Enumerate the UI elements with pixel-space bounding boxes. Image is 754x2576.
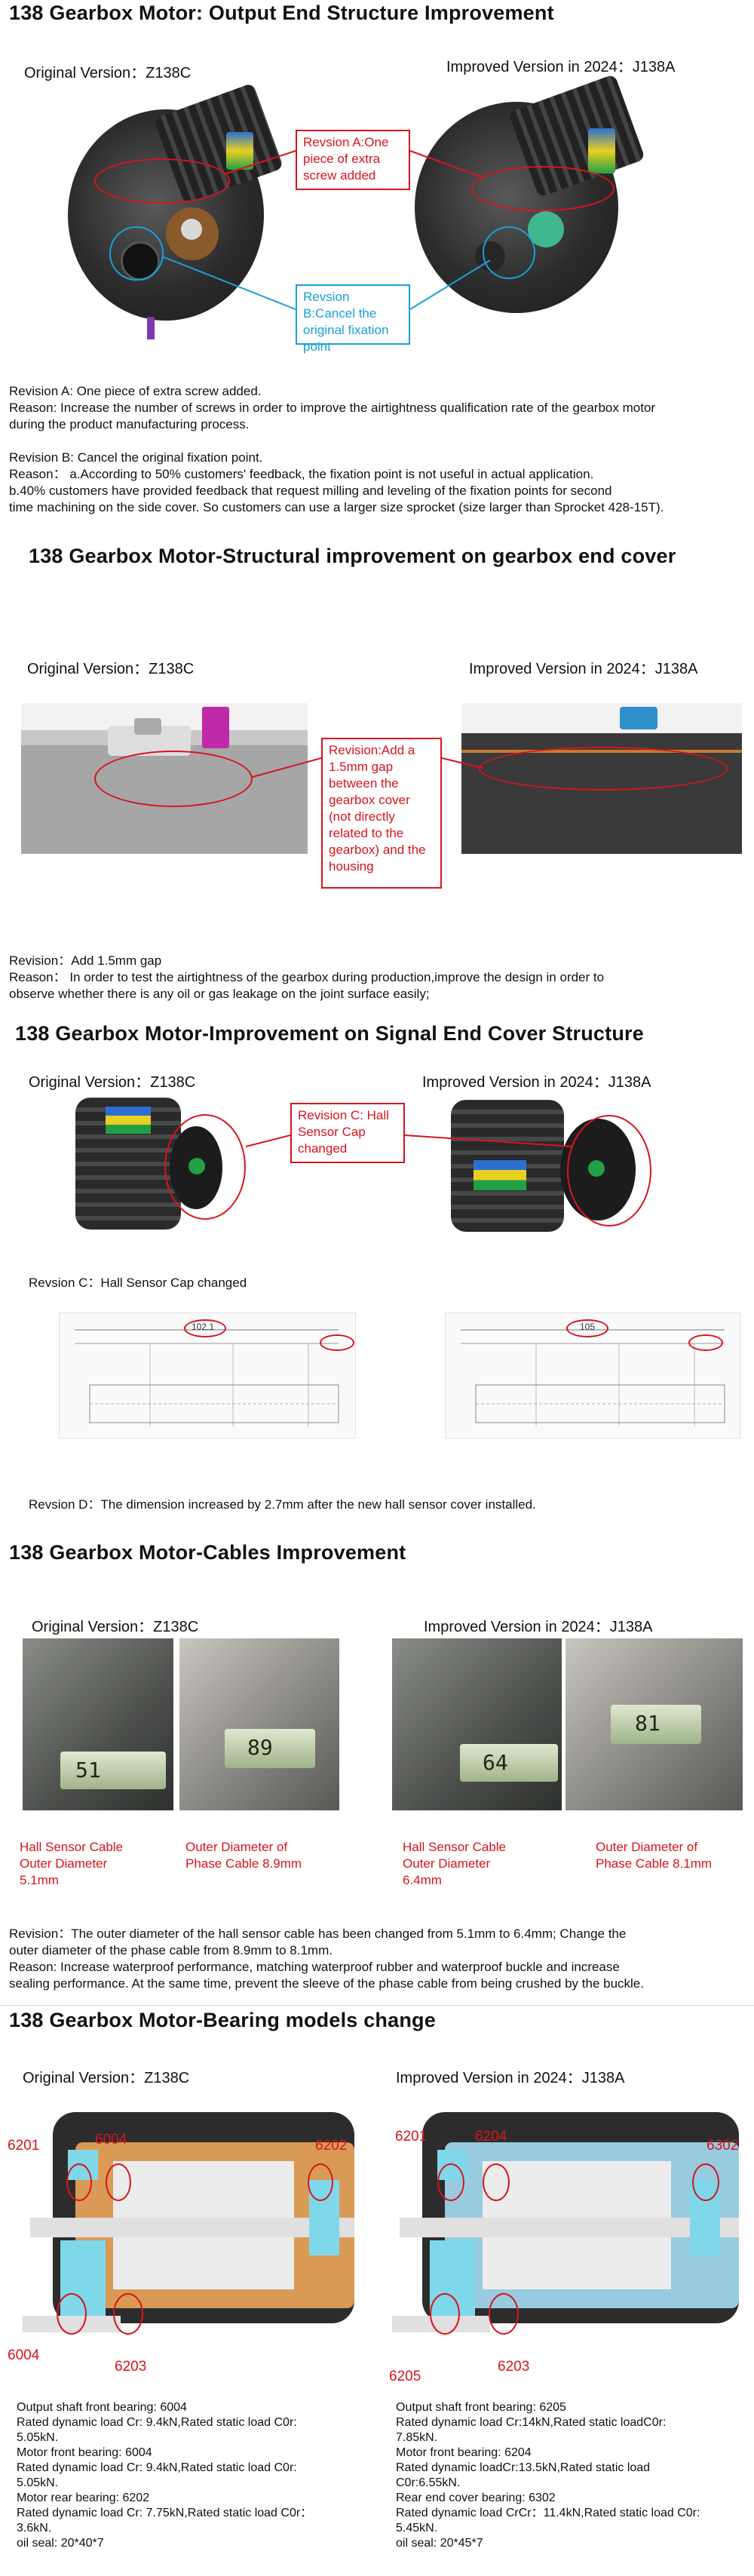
spec-line: Rated dynamic load Cr: 9.4kN,Rated stati… (17, 2461, 297, 2474)
s3-drawing-improved: 105 (445, 1313, 740, 1438)
caption-phase-improved: Outer Diameter of Phase Cable 8.1mm (596, 1840, 713, 1871)
bearing-label: 6004 (95, 2132, 127, 2148)
callout-revision-a: Revsion A:One piece of extra screw added (296, 130, 410, 190)
bearing-label: 6203 (498, 2359, 530, 2375)
bearing-label: 6202 (315, 2138, 348, 2154)
caption-hall-original: Hall Sensor Cable Outer Diameter 5.1mm (20, 1840, 124, 1887)
spec-line: Rated dynamic loadCr:13.5kN,Rated static… (396, 2461, 651, 2474)
s3-original-label: Original Version：Z138C (29, 1074, 196, 1091)
s1-line: b.40% customers have provided feedback t… (9, 484, 612, 498)
photo-phase-cable-improved: 81 (566, 1638, 743, 1810)
s2-line: Reason： In order to test the airtightnes… (9, 970, 605, 984)
bearing-label: 6205 (389, 2369, 421, 2384)
spec-line: Output shaft front bearing: 6004 (17, 2401, 187, 2414)
caliper-reading-2: 89 (247, 1735, 273, 1760)
section2-title: 138 Gearbox Motor-Structural improvement… (29, 545, 676, 567)
section3-title: 138 Gearbox Motor-Improvement on Signal … (15, 1022, 644, 1045)
spec-line: 5.05kN. (17, 2431, 59, 2444)
s5-cutaway-original (23, 2089, 362, 2399)
s1-line (9, 433, 748, 450)
s5-improved-label: Improved Version in 2024：J138A (396, 2070, 625, 2086)
s1-connector-lines (161, 150, 491, 310)
spec-line: 3.6kN. (17, 2522, 52, 2535)
callout-revision-c: Revision C: Hall Sensor Cap changed (290, 1103, 405, 1163)
photo-phase-cable-original: 89 (179, 1638, 339, 1810)
photo-hall-cable-original: 51 (23, 1638, 173, 1810)
spec-line: Rated dynamic load Cr:14kN,Rated static … (396, 2416, 667, 2429)
section1-title: 138 Gearbox Motor: Output End Structure … (9, 2, 554, 24)
bearing-label: 6204 (475, 2129, 507, 2145)
s5-original-label: Original Version：Z138C (23, 2070, 190, 2086)
spec-line: oil seal: 20*45*7 (396, 2537, 483, 2550)
dim-label-improved: 105 (580, 1322, 596, 1332)
s4-original-label: Original Version：Z138C (32, 1619, 199, 1635)
s1-line: Revision A: One piece of extra screw add… (9, 384, 262, 398)
spec-line: oil seal: 20*40*7 (17, 2537, 104, 2550)
photo-hall-cable-improved: 64 (392, 1638, 562, 1810)
s2-line: observe whether there is any oil or gas … (9, 987, 430, 1001)
s3-revision-d-text: Revsion D：The dimension increased by 2.7… (29, 1497, 536, 1512)
caption-hall-improved: Hall Sensor Cable Outer Diameter 6.4mm (403, 1840, 507, 1887)
spec-line: Motor front bearing: 6004 (17, 2446, 152, 2459)
bearing-label: 6201 (395, 2129, 428, 2145)
spec-line: Output shaft front bearing: 6205 (396, 2401, 566, 2414)
drawing-lines-improved (461, 1329, 725, 1426)
s4-line: sealing performance. At the same time, p… (9, 1976, 644, 1991)
s1-original-label: Original Version：Z138C (24, 65, 192, 81)
caliper-reading-3: 64 (483, 1750, 508, 1775)
dim-label-original: 102.1 (192, 1322, 215, 1332)
s2-paragraph: Revision：Add 1.5mm gap Reason： In order … (9, 953, 748, 1002)
s3-connector-lines (245, 1134, 574, 1147)
s1-motor-original (53, 82, 284, 339)
bearing-label: 6203 (115, 2359, 147, 2375)
s1-paragraph: Revision A: One piece of extra screw add… (9, 383, 748, 516)
s2-connector-lines (252, 757, 483, 778)
section4-title: 138 Gearbox Motor-Cables Improvement (9, 1541, 406, 1564)
bearing-label: 6201 (8, 2138, 40, 2154)
s4-line: Reason: Increase waterproof performance,… (9, 1960, 620, 1974)
section5-title: 138 Gearbox Motor-Bearing models change (9, 2009, 436, 2031)
spec-line: 5.45kN. (396, 2522, 438, 2535)
s5-specs-original: Output shaft front bearing: 6004 Rated d… (17, 2400, 371, 2551)
callout-revision-b: Revsion B:Cancel the original fixation p… (296, 284, 410, 354)
spec-line: 5.05kN. (17, 2476, 59, 2489)
s4-line: Revision：The outer diameter of the hall … (9, 1927, 627, 1941)
spec-line: Motor rear bearing: 6202 (17, 2492, 150, 2504)
s2-line: Revision：Add 1.5mm gap (9, 953, 162, 968)
spec-line: Rated dynamic load Cr: 7.75kN,Rated stat… (17, 2507, 313, 2519)
s5-specs-improved: Output shaft front bearing: 6205 Rated d… (396, 2400, 750, 2551)
s1-line: Revision B: Cancel the original fixation… (9, 450, 263, 465)
bearing-label: 6302 (706, 2138, 739, 2154)
s4-improved-label: Improved Version in 2024：J138A (424, 1619, 653, 1635)
s1-line: during the product manufacturing process… (9, 417, 250, 431)
s3-drawing-original: 102.1 (59, 1313, 356, 1438)
spec-line: C0r:6.55kN. (396, 2476, 461, 2489)
caliper-reading-1: 51 (75, 1758, 101, 1782)
spec-line: 7.85kN. (396, 2431, 438, 2444)
s3-revision-c-text: Revsion C：Hall Sensor Cap changed (29, 1276, 247, 1290)
spec-line: Motor front bearing: 6204 (396, 2446, 532, 2459)
s4-line: outer diameter of the phase cable from 8… (9, 1943, 333, 1957)
spec-line: Rated dynamic load Cr: 9.4kN,Rated stati… (17, 2416, 297, 2429)
drawing-lines-original (75, 1329, 339, 1426)
s1-line: Reason： a.According to 50% customers' fe… (9, 467, 594, 481)
callout-gap-revision: Revision:Add a 1.5mm gap between the gea… (321, 738, 442, 889)
s1-line: Reason: Increase the number of screws in… (9, 401, 656, 415)
caption-phase-original: Outer Diameter of Phase Cable 8.9mm (185, 1840, 302, 1871)
bearing-label: 6004 (8, 2347, 40, 2363)
s1-line: time machining on the side cover. So cus… (9, 500, 664, 514)
spec-line: Rated dynamic load CrCr：11.4kN,Rated sta… (396, 2507, 700, 2519)
s5-cutaway-improved (392, 2089, 746, 2399)
s2-original-label: Original Version：Z138C (27, 661, 195, 677)
s2-improved-label: Improved Version in 2024：J138A (469, 661, 698, 677)
s1-improved-label: Improved Version in 2024：J138A (446, 59, 676, 75)
spec-line: Rear end cover bearing: 6302 (396, 2492, 556, 2504)
s3-improved-label: Improved Version in 2024：J138A (422, 1074, 651, 1091)
caliper-reading-4: 81 (635, 1711, 661, 1736)
s4-paragraph: Revision：The outer diameter of the hall … (9, 1926, 748, 1992)
